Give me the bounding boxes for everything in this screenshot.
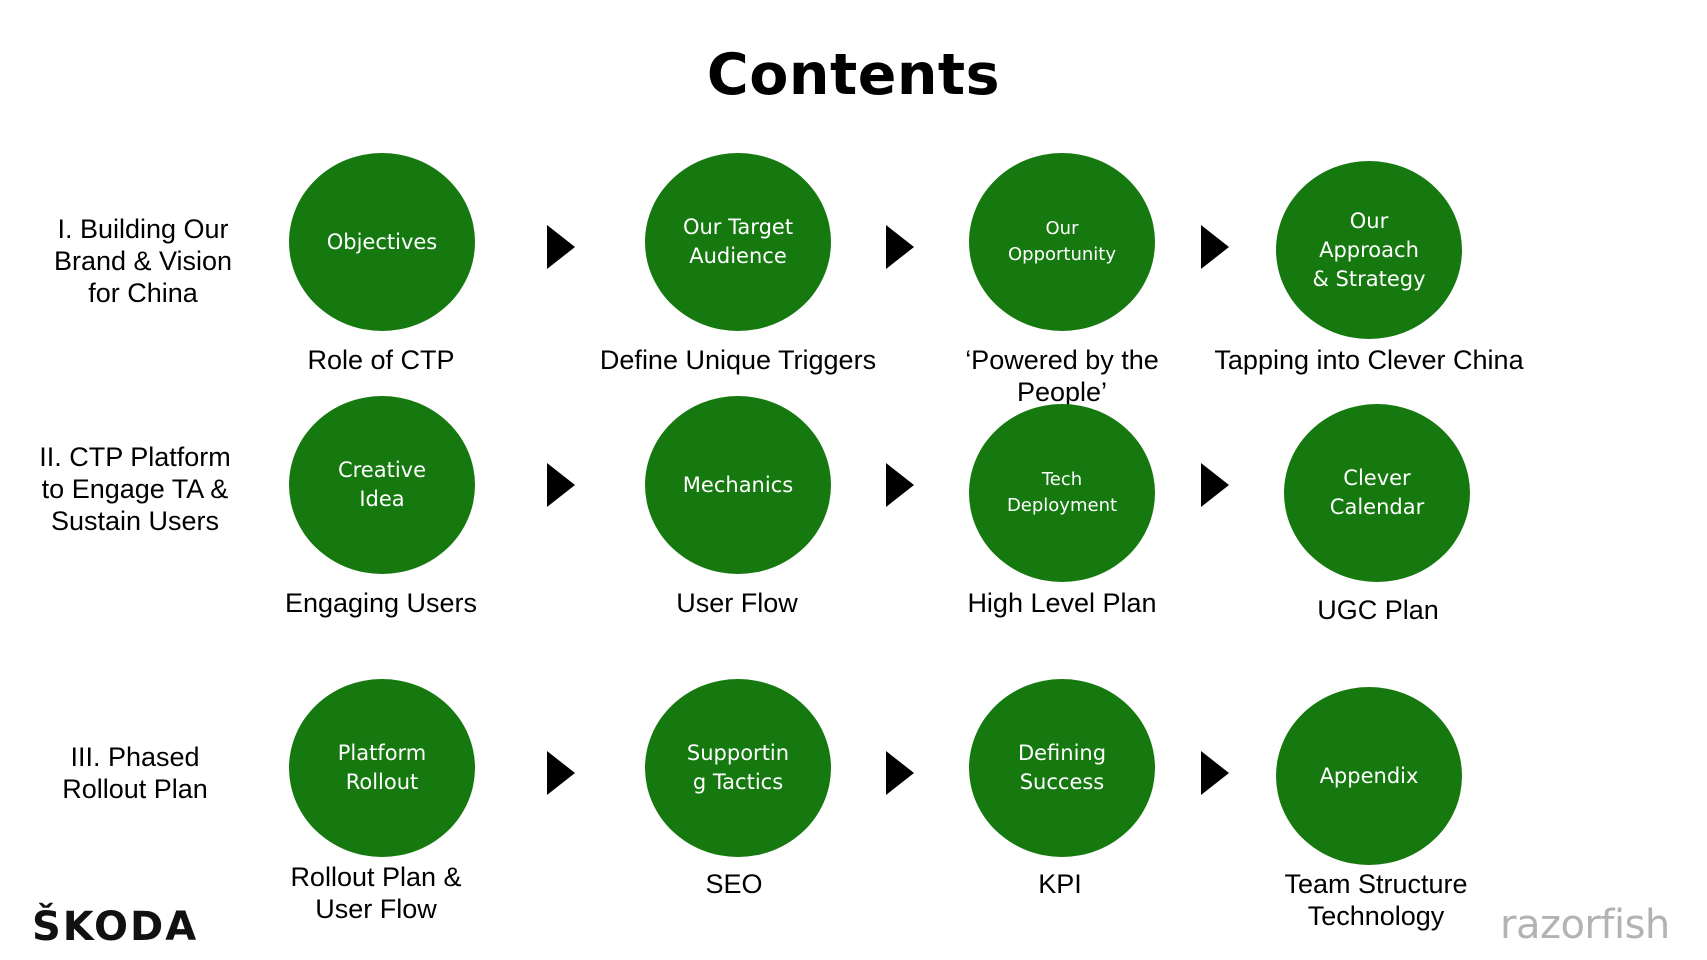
circle-clever-calendar: Clever Calendar [1284, 404, 1470, 582]
circle-appendix: Appendix [1276, 687, 1462, 865]
section-label-1: I. Building Our Brand & Vision for China [53, 214, 233, 308]
arrow-icon [1201, 463, 1229, 507]
arrow-icon [886, 751, 914, 795]
section-label-2: II. CTP Platform to Engage TA & Sustain … [39, 442, 231, 536]
circle-opportunity: Our Opportunity [969, 153, 1155, 331]
circle-objectives: Objectives [289, 153, 475, 331]
arrow-icon [1201, 225, 1229, 269]
page-title: Contents [706, 42, 1001, 108]
circle-platform-rollout: Platform Rollout [289, 679, 475, 857]
section-label-3: III. Phased Rollout Plan [62, 742, 208, 804]
arrow-icon [886, 463, 914, 507]
skoda-logo: ŠKODA [32, 904, 199, 950]
circle-defining-success: Defining Success [969, 679, 1155, 857]
caption-seo: SEO [705, 869, 763, 899]
arrow-icon [547, 463, 575, 507]
arrow-icon [1201, 751, 1229, 795]
caption-clever-china: Tapping into Clever China [1214, 345, 1524, 375]
caption-high-level-plan: High Level Plan [967, 588, 1157, 618]
caption-ugc-plan: UGC Plan [1317, 595, 1439, 625]
arrow-icon [547, 225, 575, 269]
caption-team-structure: Team Structure Technology [1284, 869, 1468, 931]
circle-tech-deployment: Tech Deployment [969, 404, 1155, 582]
caption-powered-by-people: ‘Powered by the People’ [965, 345, 1159, 407]
arrow-icon [886, 225, 914, 269]
caption-user-flow: User Flow [676, 588, 798, 618]
caption-role-of-ctp: Role of CTP [307, 345, 455, 375]
circle-creative-idea: Creative Idea [289, 396, 475, 574]
razorfish-logo: razorfish [1500, 902, 1670, 948]
circle-mechanics: Mechanics [645, 396, 831, 574]
circle-target-audience: Our Target Audience [645, 153, 831, 331]
caption-kpi: KPI [1038, 869, 1082, 899]
arrow-icon [547, 751, 575, 795]
caption-engaging-users: Engaging Users [284, 588, 478, 618]
circle-supporting-tactics: Supportin g Tactics [645, 679, 831, 857]
caption-unique-triggers: Define Unique Triggers [599, 345, 877, 375]
caption-rollout-plan: Rollout Plan & User Flow [290, 862, 462, 924]
circle-approach-strategy: Our Approach & Strategy [1276, 161, 1462, 339]
